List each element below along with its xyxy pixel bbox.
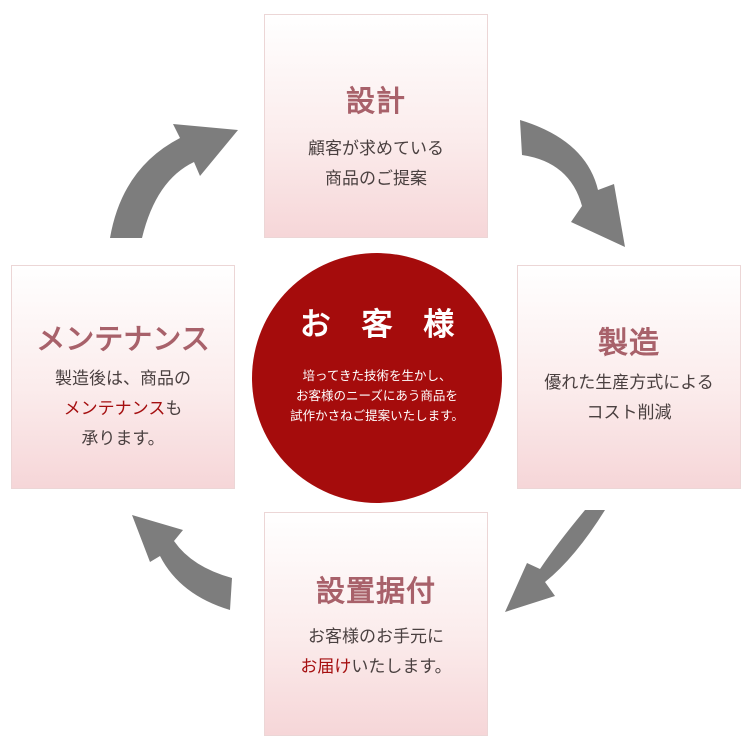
customer-line2: お客様のニーズにあう商品を (296, 388, 458, 403)
step-maintenance-line1: 製造後は、商品の (55, 369, 191, 389)
step-manufacturing-line1: 優れた生産方式による (544, 373, 714, 393)
step-maintenance-line2: メンテナンスも (12, 394, 234, 424)
step-manufacturing-line2: コスト削減 (586, 403, 672, 423)
customer-line1: 培ってきた技術を生かし、 (302, 368, 452, 383)
step-maintenance-line2-rest: も (165, 399, 183, 419)
step-installation: 設置据付 お客様のお手元に お届けいたします。 (264, 512, 488, 736)
step-maintenance-line2-highlight: メンテナンス (63, 399, 166, 419)
step-design-line1: 顧客が求めている (308, 139, 444, 159)
step-design-line2: 商品のご提案 (325, 169, 427, 189)
arrow-manufacturing-to-installation (505, 510, 605, 612)
step-installation-line1: お客様のお手元に (308, 627, 444, 647)
step-maintenance: メンテナンス 製造後は、商品の メンテナンスも 承ります。 (11, 265, 235, 489)
step-manufacturing-title: 製造 (598, 326, 660, 361)
customer-line3: 試作かさねご提案いたします。 (290, 408, 464, 423)
step-manufacturing: 製造 優れた生産方式による コスト削減 (517, 265, 741, 489)
step-installation-title: 設置据付 (315, 574, 436, 608)
step-maintenance-line3: 承ります。 (81, 429, 165, 449)
step-installation-line2-rest: いたします。 (351, 657, 452, 677)
step-maintenance-title: メンテナンス (36, 322, 210, 356)
arrow-maintenance-to-design (110, 124, 238, 238)
customer-title: お 客 様 (299, 307, 465, 343)
customer-circle: お 客 様 培ってきた技術を生かし、 お客様のニーズにあう商品を 試作かさねご提… (252, 253, 502, 503)
arrow-design-to-manufacturing (520, 120, 625, 247)
step-installation-line2-highlight: お届け (300, 657, 352, 677)
step-design: 設計 顧客が求めている 商品のご提案 (264, 14, 488, 238)
step-design-title: 設計 (345, 84, 406, 118)
arrow-installation-to-maintenance (132, 515, 232, 610)
step-installation-line2: お届けいたします。 (265, 652, 487, 682)
